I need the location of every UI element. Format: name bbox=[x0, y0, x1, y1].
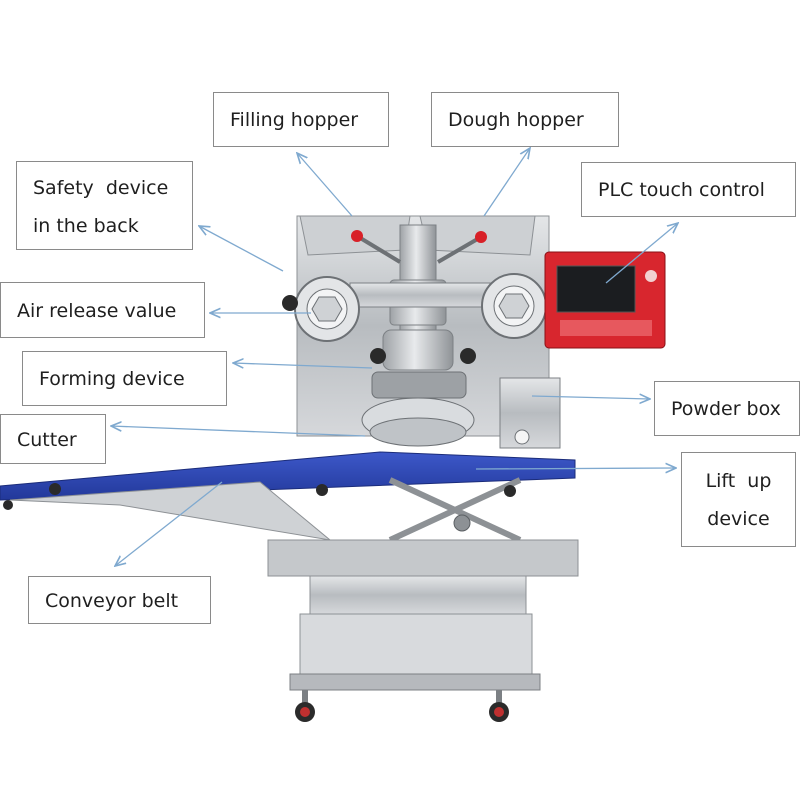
label-plc-touch-control-text: PLC touch control bbox=[598, 179, 765, 201]
cutter-shape bbox=[369, 417, 467, 447]
arrow-cutter bbox=[111, 426, 366, 437]
label-filling-hopper-text: Filling hopper bbox=[230, 109, 359, 131]
red-knob bbox=[475, 231, 487, 243]
powder-box-shape bbox=[499, 377, 561, 449]
label-plc-touch-control: PLC touch control bbox=[581, 162, 796, 217]
red-knob bbox=[351, 230, 363, 242]
label-cutter: Cutter bbox=[0, 414, 106, 464]
arrow-conveyor-belt bbox=[115, 481, 223, 566]
arrow-plc-touch-control bbox=[605, 223, 678, 284]
pointer-arrows bbox=[111, 148, 678, 566]
arrow-lift-up-device bbox=[475, 468, 676, 469]
arrow-powder-box bbox=[531, 396, 650, 399]
arrow-forming-device bbox=[233, 363, 373, 368]
arrow-safety-device bbox=[199, 226, 284, 272]
label-forming-device-text: Forming device bbox=[39, 368, 185, 390]
label-safety-device-line1: Safety device bbox=[33, 177, 169, 199]
label-dough-hopper-text: Dough hopper bbox=[448, 109, 584, 131]
label-powder-box: Powder box bbox=[654, 381, 800, 436]
label-conveyor-belt-text: Conveyor belt bbox=[45, 590, 179, 612]
label-forming-device: Forming device bbox=[22, 351, 227, 406]
arrow-filling-hopper bbox=[297, 153, 353, 217]
label-air-release-value: Air release value bbox=[0, 282, 205, 338]
machine-body bbox=[0, 215, 666, 722]
black-knob bbox=[460, 348, 476, 364]
label-air-release-value-text: Air release value bbox=[17, 300, 177, 322]
arrow-dough-hopper bbox=[483, 148, 530, 217]
black-knob bbox=[282, 295, 298, 311]
label-filling-hopper: Filling hopper bbox=[213, 92, 389, 147]
label-safety-device: Safety device in the back bbox=[16, 161, 193, 250]
label-lift-up-device-line2: device bbox=[707, 508, 770, 530]
label-safety-device-line2: in the back bbox=[33, 215, 139, 237]
label-lift-up-device: Lift up device bbox=[681, 452, 796, 547]
label-cutter-text: Cutter bbox=[17, 429, 77, 451]
label-powder-box-text: Powder box bbox=[671, 398, 781, 420]
label-dough-hopper: Dough hopper bbox=[431, 92, 619, 147]
label-conveyor-belt: Conveyor belt bbox=[28, 576, 211, 624]
label-lift-up-device-line1: Lift up bbox=[705, 470, 772, 492]
black-knob bbox=[370, 348, 386, 364]
